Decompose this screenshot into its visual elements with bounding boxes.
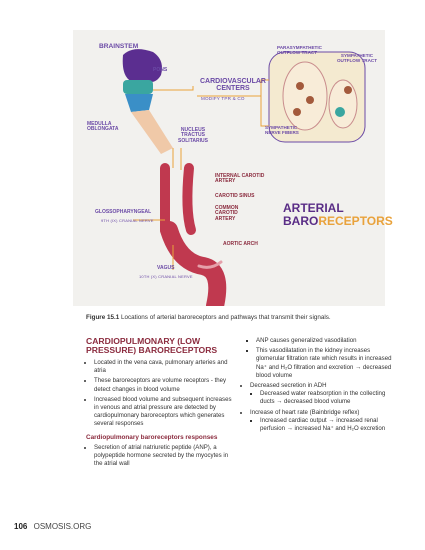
vagus-sub: 10th (X) CRANIAL NERVE bbox=[139, 274, 193, 279]
right-bullet-list: Decreased secretion in ADH Decreased wat… bbox=[242, 382, 394, 433]
sympathetic-outflow-label: SYMPATHETIC OUTFLOW TRACT bbox=[336, 53, 378, 63]
glossopharyngeal-sub: 9th (IX) CRANIAL NERVE bbox=[101, 218, 154, 223]
site-name: OSMOSIS.ORG bbox=[33, 522, 92, 531]
page-footer: 106 OSMOSIS.ORG bbox=[14, 522, 91, 531]
list-item: These baroreceptors are volume receptors… bbox=[94, 377, 236, 393]
nucleus-label: NUCLEUS TRACTUS SOLITARIUS bbox=[178, 127, 208, 144]
list-item: ANP causes generalized vasodilation bbox=[256, 337, 394, 345]
subsection-heading: Cardiopulmonary baroreceptors responses bbox=[86, 433, 218, 441]
adh-effects-list: Decreased water reabsorption in the coll… bbox=[250, 390, 394, 406]
caption-label: Figure 15.1 bbox=[86, 314, 120, 321]
internal-carotid-label: INTERNAL CAROTID artery bbox=[215, 173, 265, 185]
list-item: Increase of heart rate (Bainbridge refle… bbox=[250, 409, 394, 434]
response-list: Secretion of atrial natriuretic peptide … bbox=[86, 444, 236, 469]
baroreceptor-illustration bbox=[122, 49, 366, 306]
figure-title: ARTERIAL BARORECEPTORS bbox=[283, 202, 393, 228]
figure-title-line2: BARORECEPTORS bbox=[283, 214, 393, 228]
pons-label: PONS bbox=[153, 67, 168, 73]
left-bullet-list: Located in the vena cava, pulmonary arte… bbox=[86, 359, 236, 429]
brainstem-graphic bbox=[122, 49, 173, 154]
heart-graphic bbox=[268, 51, 366, 143]
page-number: 106 bbox=[14, 522, 28, 531]
medulla-label: MEDULLA OBLONGATA bbox=[87, 121, 119, 133]
anp-effects-list: ANP causes generalized vasodilation This… bbox=[242, 337, 394, 380]
list-item: Decreased secretion in ADH Decreased wat… bbox=[250, 382, 394, 407]
list-item: Increased blood volume and subsequent in… bbox=[94, 396, 236, 429]
brainstem-label: BRAINSTEM bbox=[99, 43, 139, 50]
parasympathetic-label: PARASYMPATHETIC OUTFLOW TRACT bbox=[277, 45, 322, 55]
common-carotid-label: COMMON CAROTID artery bbox=[215, 205, 239, 222]
nerve-lines bbox=[133, 79, 269, 270]
figure-title-line1: ARTERIAL bbox=[283, 201, 344, 215]
left-column: CARDIOPULMONARY (LOW PRESSURE) BARORECEP… bbox=[86, 337, 236, 470]
sympathetic-fibers-label: SYMPATHETIC NERVE FIBERS bbox=[265, 125, 299, 135]
cardiovascular-centers-label: CARDIOVASCULAR CENTERS bbox=[200, 78, 266, 93]
figure-caption: Figure 15.1 Locations of arterial barore… bbox=[86, 314, 386, 321]
carotid-sinus-label: CAROTID SINUS bbox=[215, 193, 255, 199]
glossopharyngeal-label: GLOSSOPHARYNGEAL bbox=[95, 209, 152, 215]
modify-label: MODIFY TPR & CO bbox=[201, 96, 245, 101]
list-item: This vasodilatation in the kidney increa… bbox=[256, 347, 394, 380]
vagus-label: VAGUS bbox=[157, 265, 175, 271]
aortic-arch-label: AORTIC ARCH bbox=[223, 241, 258, 247]
list-item: Secretion of atrial natriuretic peptide … bbox=[94, 444, 236, 469]
list-item: Located in the vena cava, pulmonary arte… bbox=[94, 359, 236, 375]
section-heading: CARDIOPULMONARY (LOW PRESSURE) BARORECEP… bbox=[86, 336, 218, 355]
list-item: Increased cardiac output → increased ren… bbox=[260, 417, 394, 433]
figure-panel: BRAINSTEM PONS CARDIOVASCULAR CENTERS MO… bbox=[73, 30, 393, 306]
right-column: ANP causes generalized vasodilation This… bbox=[242, 337, 394, 435]
heart-rate-effects-list: Increased cardiac output → increased ren… bbox=[250, 417, 394, 433]
artery-graphic bbox=[160, 163, 227, 306]
list-item: Decreased water reabsorption in the coll… bbox=[260, 390, 394, 406]
caption-text: Locations of arterial baroreceptors and … bbox=[121, 314, 331, 321]
